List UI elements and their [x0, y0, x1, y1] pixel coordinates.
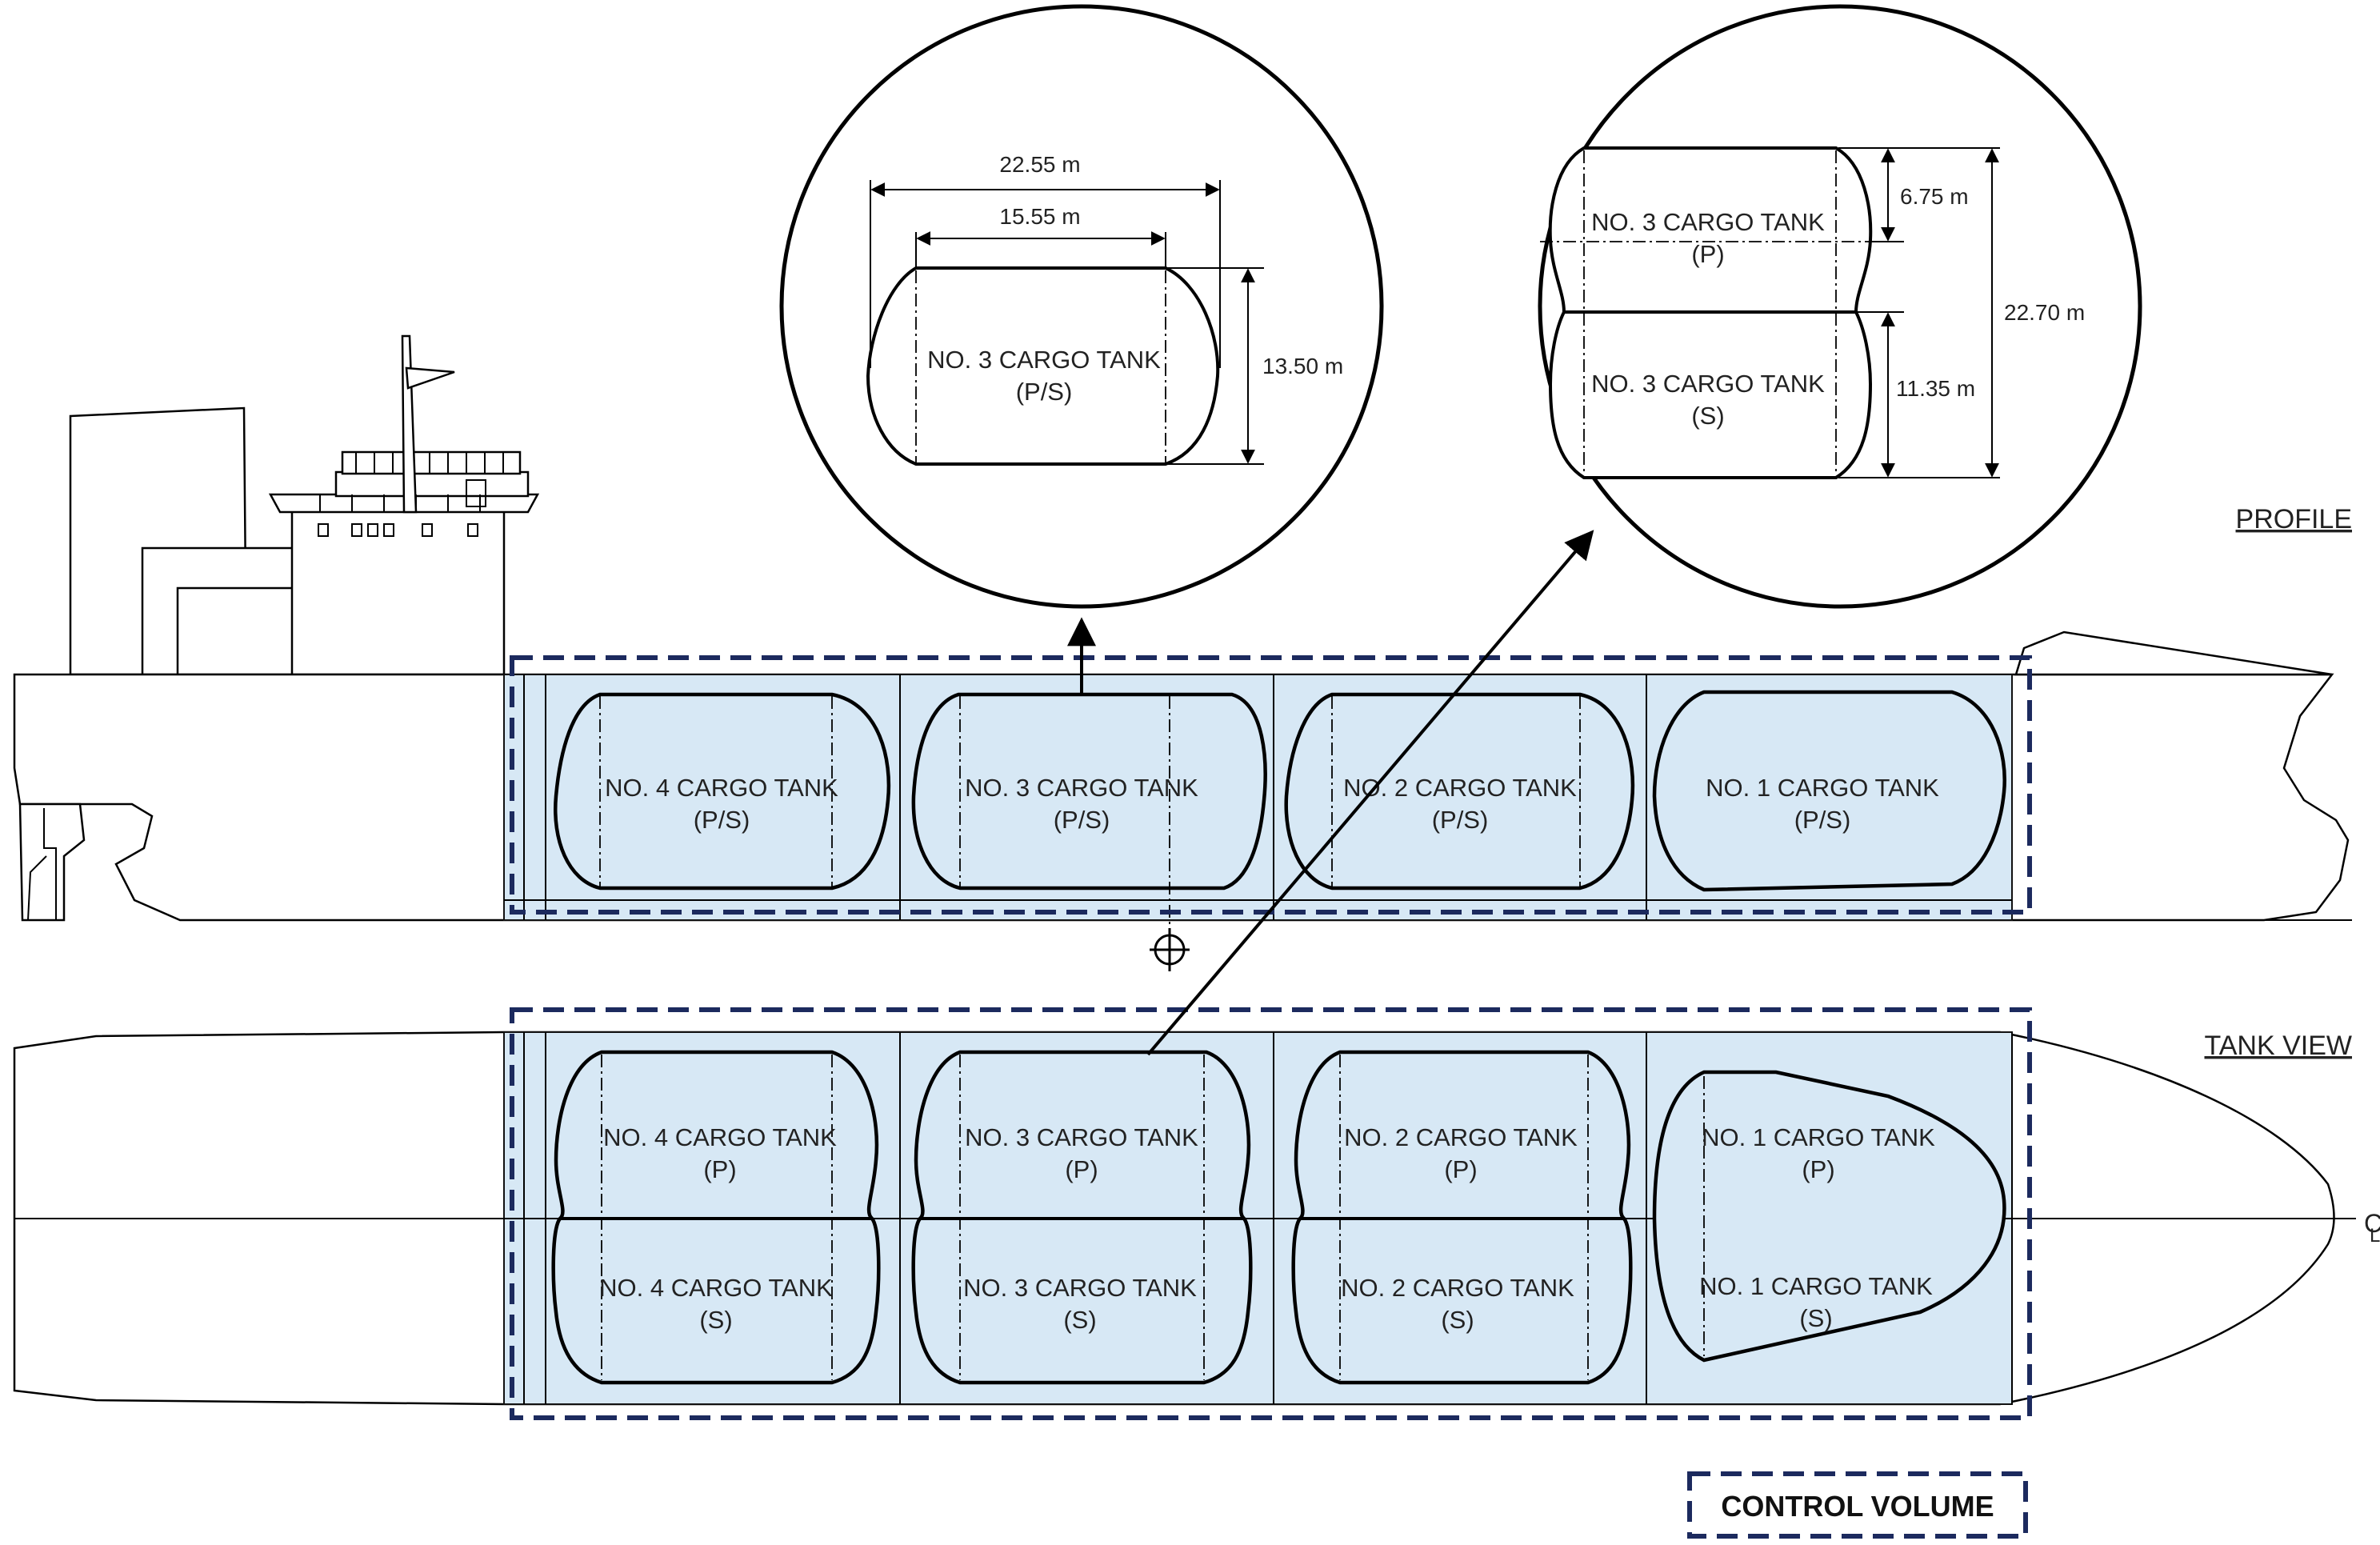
- plan-tank-stbd-label: NO. 3 CARGO TANK: [963, 1274, 1197, 1302]
- overall-length-dimension: 22.55 m: [999, 152, 1080, 177]
- plan-tank-stbd-side: (S): [699, 1306, 732, 1334]
- profile-tank-side: (P/S): [1054, 806, 1110, 834]
- profile-tank-no1: NO. 1 CARGO TANK (P/S): [1652, 690, 2006, 892]
- profile-tank-no3: NO. 3 CARGO TANK (P/S): [911, 692, 1267, 952]
- control-volume-plan: [510, 1007, 2032, 1420]
- total-height-dimension: 22.70 m: [2004, 300, 2085, 325]
- upper-height-dimension: 6.75 m: [1900, 184, 1969, 209]
- plan-tank-stbd-label: NO. 1 CARGO TANK: [1699, 1272, 1933, 1300]
- detail-tank-side: (P/S): [1016, 378, 1073, 406]
- profile-tank-side: (P/S): [1794, 806, 1851, 834]
- plan-tank-stbd-side: (S): [1063, 1306, 1096, 1334]
- control-volume-legend: CONTROL VOLUME: [1687, 1471, 2028, 1539]
- profile-tank-label: NO. 2 CARGO TANK: [1343, 774, 1577, 802]
- superstructure: [69, 334, 540, 676]
- plan-tank-no4: NO. 4 CARGO TANK (P) NO. 4 CARGO TANK (S…: [551, 1050, 881, 1385]
- plan-tank-port-label: NO. 3 CARGO TANK: [965, 1123, 1198, 1151]
- section-stbd-tank-side: (S): [1691, 402, 1724, 430]
- height-dimension: 13.50 m: [1262, 354, 1343, 378]
- plan-tank-no3: NO. 3 CARGO TANK (P) NO. 3 CARGO TANK (S…: [911, 1050, 1253, 1385]
- detail-tank-label: NO. 3 CARGO TANK: [927, 346, 1161, 374]
- plan-tank-no1: NO. 1 CARGO TANK (P) NO. 1 CARGO TANK (S…: [1652, 1070, 2006, 1363]
- control-volume-label: CONTROL VOLUME: [1721, 1490, 1994, 1523]
- plan-tank-port-side: (P): [703, 1155, 736, 1183]
- cylinder-length-dimension: 15.55 m: [999, 204, 1080, 229]
- plan-tank-port-label: NO. 2 CARGO TANK: [1344, 1123, 1578, 1151]
- callout-arrow-section: [1146, 530, 1594, 1056]
- section-port-tank-side: (P): [1691, 240, 1724, 268]
- profile-tank-label: NO. 4 CARGO TANK: [605, 774, 838, 802]
- plan-tank-no2: NO. 2 CARGO TANK (P) NO. 2 CARGO TANK (S…: [1291, 1050, 1633, 1385]
- profile-tank-label: NO. 1 CARGO TANK: [1706, 774, 1939, 802]
- plan-tank-port-label: NO. 4 CARGO TANK: [603, 1123, 837, 1151]
- plan-tank-stbd-side: (S): [1799, 1304, 1832, 1332]
- profile-tank-side: (P/S): [694, 806, 750, 834]
- midship-symbol: [1150, 928, 1190, 971]
- plan-tank-port-side: (P): [1444, 1155, 1477, 1183]
- svg-text:L: L: [2370, 1225, 2380, 1247]
- profile-tank-label: NO. 3 CARGO TANK: [965, 774, 1198, 802]
- tank-view: NO. 4 CARGO TANK (P) NO. 4 CARGO TANK (S…: [13, 1031, 2380, 1406]
- section-port-tank-label: NO. 3 CARGO TANK: [1591, 208, 1825, 236]
- plan-tank-port-label: NO. 1 CARGO TANK: [1702, 1123, 1935, 1151]
- plan-tank-stbd-label: NO. 2 CARGO TANK: [1341, 1274, 1574, 1302]
- section-stbd-tank-label: NO. 3 CARGO TANK: [1591, 370, 1825, 398]
- plan-tank-port-side: (P): [1065, 1155, 1098, 1183]
- tank-view-heading: TANK VIEW: [2205, 1031, 2353, 1061]
- profile-tank-no4: NO. 4 CARGO TANK (P/S): [554, 692, 891, 891]
- profile-view: NO. 4 CARGO TANK (P/S) NO. 3 CARGO TANK …: [13, 334, 2352, 971]
- plan-tank-stbd-side: (S): [1441, 1306, 1474, 1334]
- lower-height-dimension: 11.35 m: [1896, 376, 1975, 401]
- profile-tank-side: (P/S): [1432, 806, 1489, 834]
- detail-circle-profile: NO. 3 CARGO TANK (P/S) 22.55 m 15.55 m 1…: [779, 4, 1384, 609]
- plan-tank-stbd-label: NO. 4 CARGO TANK: [599, 1274, 833, 1302]
- centerline-symbol: C L: [2364, 1209, 2380, 1247]
- profile-tank-no2: NO. 2 CARGO TANK (P/S): [1284, 692, 1635, 891]
- profile-heading: PROFILE: [2236, 504, 2352, 534]
- plan-tank-port-side: (P): [1802, 1155, 1834, 1183]
- svg-text:C: C: [2364, 1209, 2380, 1238]
- detail-circle-section: NO. 3 CARGO TANK (P) NO. 3 CARGO TANK (S…: [1538, 4, 2142, 609]
